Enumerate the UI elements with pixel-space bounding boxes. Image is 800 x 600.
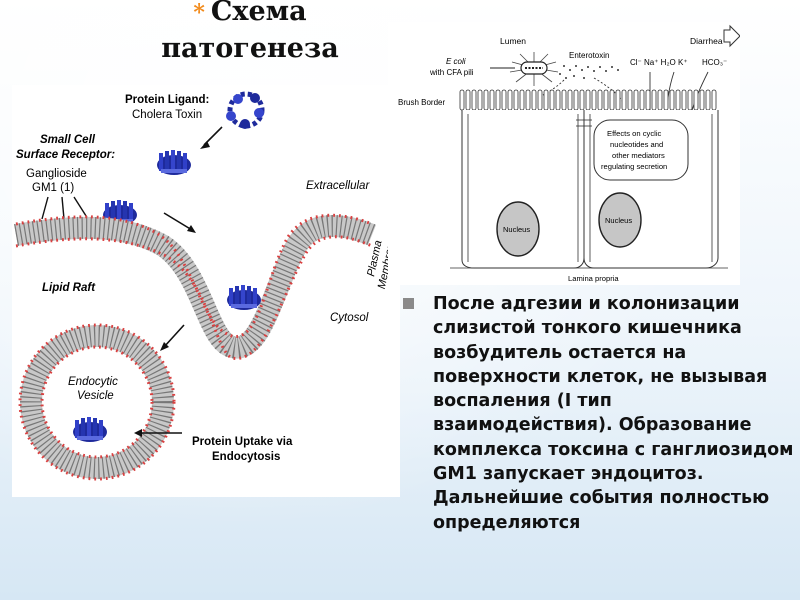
enterotoxin-diagram: Lumen Diarrhea E coli with CFA pili Ente… <box>388 22 741 285</box>
description-text: После адгезии и колонизации слизистой то… <box>433 294 794 533</box>
vesicle-label: Vesicle <box>77 390 114 402</box>
arrow-to-vesicle <box>163 324 185 348</box>
effects-line-4: regulating secretion <box>601 162 667 171</box>
toxin-binding-receptor <box>157 150 191 175</box>
lipid-raft-label: Lipid Raft <box>42 282 96 294</box>
cholera-toxin-molecule <box>226 91 265 129</box>
enterotoxin-label: Enterotoxin <box>569 51 609 60</box>
arrow-head-icon-2 <box>187 225 196 233</box>
diarrhea-label: Diarrhea <box>690 36 723 46</box>
nucleus-right: Nucleus <box>598 192 642 248</box>
effects-line-3: other mediators <box>612 151 665 160</box>
uptake-label: Protein Uptake via <box>192 436 293 448</box>
enterotoxin-diagram-svg: Lumen Diarrhea E coli with CFA pili Ente… <box>398 24 741 283</box>
plasma-membrane <box>14 213 377 360</box>
title-line-2: патогенеза <box>161 33 339 64</box>
lumen-label: Lumen <box>500 36 526 46</box>
diarrhea-arrow-icon <box>723 24 741 48</box>
protein-ligand-label: Protein Ligand: <box>125 94 209 106</box>
effects-line-1: Effects on cyclic <box>607 129 662 138</box>
title-bullet-icon: * <box>193 0 205 26</box>
bicarbonate-label: HCO₃⁻ <box>702 58 727 67</box>
ions-label: Cl⁻ Na⁺ H₂O K⁺ <box>630 58 688 67</box>
endocytosis-label: Endocytosis <box>212 451 280 463</box>
arrow-head-icon-4 <box>134 429 142 437</box>
extracellular-label: Extracellular <box>306 180 370 192</box>
gm1-label: GM1 (1) <box>32 182 74 194</box>
effects-line-2: nucleotides and <box>610 140 663 149</box>
endocytic-label: Endocytic <box>68 376 118 388</box>
ganglioside-label: Ganglioside <box>26 168 87 180</box>
ecoli-bacterium-icon <box>509 52 559 86</box>
svg-text:Nucleus: Nucleus <box>605 216 632 225</box>
lamina-propria-label: Lamina propria <box>568 274 619 283</box>
slide-title: *Схема патогенеза <box>120 0 380 67</box>
svg-text:Nucleus: Nucleus <box>503 225 530 234</box>
toxin-in-vesicle <box>73 417 107 442</box>
endocytosis-diagram: Protein Ligand: Cholera Toxin Small Cell… <box>12 85 400 497</box>
cfa-pili-label: with CFA pili <box>429 68 474 77</box>
title-line-1: Схема <box>210 0 307 27</box>
receptor-label-2: Surface Receptor: <box>16 149 115 161</box>
cell-junctions <box>467 114 713 262</box>
brush-border-label: Brush Border <box>398 98 445 107</box>
cytosol-label: Cytosol <box>330 312 369 324</box>
effects-box <box>593 119 689 181</box>
arrow-to-endocytosis <box>163 212 193 231</box>
enterotoxin-particles <box>559 65 619 79</box>
arrow-head-icon-3 <box>160 342 169 351</box>
nucleus-left: Nucleus <box>496 201 540 257</box>
endocytic-vesicle <box>18 323 176 481</box>
toxin-in-pit <box>227 285 261 310</box>
ecoli-label: E coli <box>446 57 466 66</box>
description-block: После адгезии и колонизации слизистой то… <box>403 292 795 535</box>
endocytosis-diagram-svg: Protein Ligand: Cholera Toxin Small Cell… <box>14 91 399 481</box>
receptor-label: Small Cell <box>40 134 96 146</box>
cholera-toxin-label: Cholera Toxin <box>132 109 202 121</box>
arrow-head-icon <box>200 141 210 149</box>
bullet-square-icon <box>403 298 414 309</box>
brush-border <box>459 89 717 111</box>
